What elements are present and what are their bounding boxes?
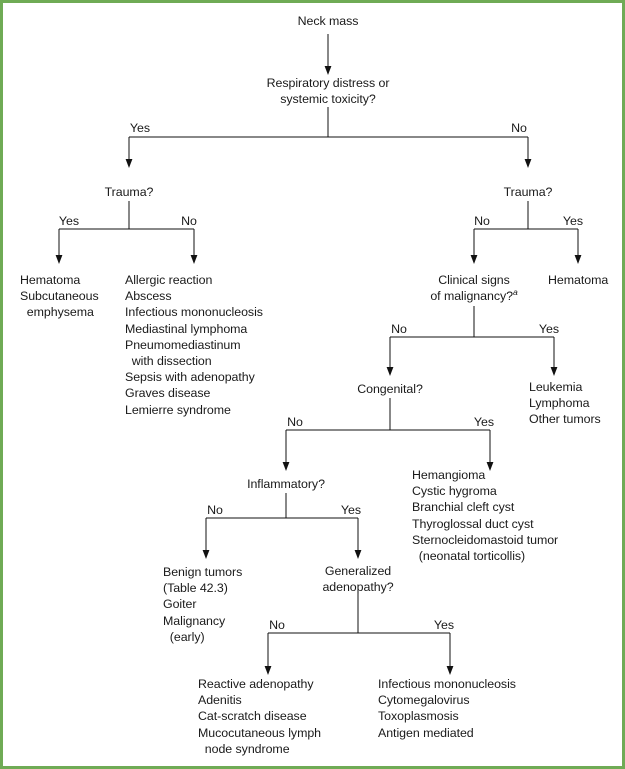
arrow-infl-yes <box>354 550 362 559</box>
footnote-marker-a: a <box>512 287 518 298</box>
arrow-aden-no <box>264 666 272 675</box>
edge-label-inflammatory-no: No <box>207 503 223 517</box>
edge-label-traumaR-yes: Yes <box>562 214 584 228</box>
arrow-aden-yes <box>446 666 454 675</box>
arrow-infl-no <box>202 550 210 559</box>
edge-label-traumaR-no: No <box>474 214 490 228</box>
node-congenital: Congenital? <box>357 382 423 396</box>
node-generalized-adenopathy: Generalized adenopathy? <box>322 564 394 595</box>
arrow-traumaR-yes <box>574 255 582 264</box>
edge-label-traumaL-yes: Yes <box>58 214 80 228</box>
arrow-traumaL-yes <box>55 255 63 264</box>
outcome-nontraumatic-toxic-list: Allergic reaction Abscess Infectious mon… <box>125 273 263 417</box>
node-inflammatory: Inflammatory? <box>247 477 325 491</box>
arrow-resp-no <box>524 159 532 168</box>
edge-label-resp-yes: Yes <box>129 121 151 135</box>
edge-label-malignancy-yes: Yes <box>538 322 560 336</box>
edge-label-adenopathy-yes: Yes <box>433 618 455 632</box>
outcome-malignant-list: Leukemia Lymphoma Other tumors <box>529 380 601 427</box>
node-trauma-right: Trauma? <box>503 185 553 199</box>
node-root: Neck mass <box>297 14 359 28</box>
edge-label-traumaL-no: No <box>181 214 197 228</box>
arrow-cong-yes <box>486 462 494 471</box>
arrow-root-to-resp <box>324 66 332 75</box>
edge-label-congenital-no: No <box>287 415 303 429</box>
arrow-malig-no <box>386 367 394 376</box>
node-trauma-left: Trauma? <box>104 185 154 199</box>
arrow-malig-yes <box>550 367 558 376</box>
outcome-localized-adenopathy-list: Reactive adenopathy Adenitis Cat-scratch… <box>198 677 322 756</box>
arrow-traumaR-no <box>470 255 478 264</box>
arrow-resp-yes <box>125 159 133 168</box>
node-clinical-signs-of-malignancy: Clinical signs of malignancy?a <box>430 272 517 304</box>
edge-label-resp-no: No <box>511 121 527 135</box>
edge-label-inflammatory-yes: Yes <box>340 503 362 517</box>
malignancy-line-1: Clinical signs <box>438 273 510 287</box>
edge-label-adenopathy-no: No <box>269 618 285 632</box>
outcome-hematoma-subcutaneous-emphysema: Hematoma Subcutaneous emphysema <box>20 273 99 320</box>
connector-lines <box>55 34 582 675</box>
node-respiratory-distress: Respiratory distress or systemic toxicit… <box>266 76 390 107</box>
outcome-generalized-adenopathy-list: Infectious mononucleosis Cytomegalovirus… <box>378 677 516 740</box>
outcome-congenital-list: Hemangioma Cystic hygroma Branchial clef… <box>412 468 559 564</box>
malignancy-line-2: of malignancy? <box>430 289 513 304</box>
edge-label-congenital-yes: Yes <box>473 415 495 429</box>
outcome-benign-tumors-list: Benign tumors (Table 42.3) Goiter Malign… <box>163 565 243 644</box>
edge-label-malignancy-no: No <box>391 322 407 336</box>
arrow-traumaL-no <box>190 255 198 264</box>
outcome-hematoma-right: Hematoma <box>548 273 609 287</box>
arrow-cong-no <box>282 462 290 471</box>
